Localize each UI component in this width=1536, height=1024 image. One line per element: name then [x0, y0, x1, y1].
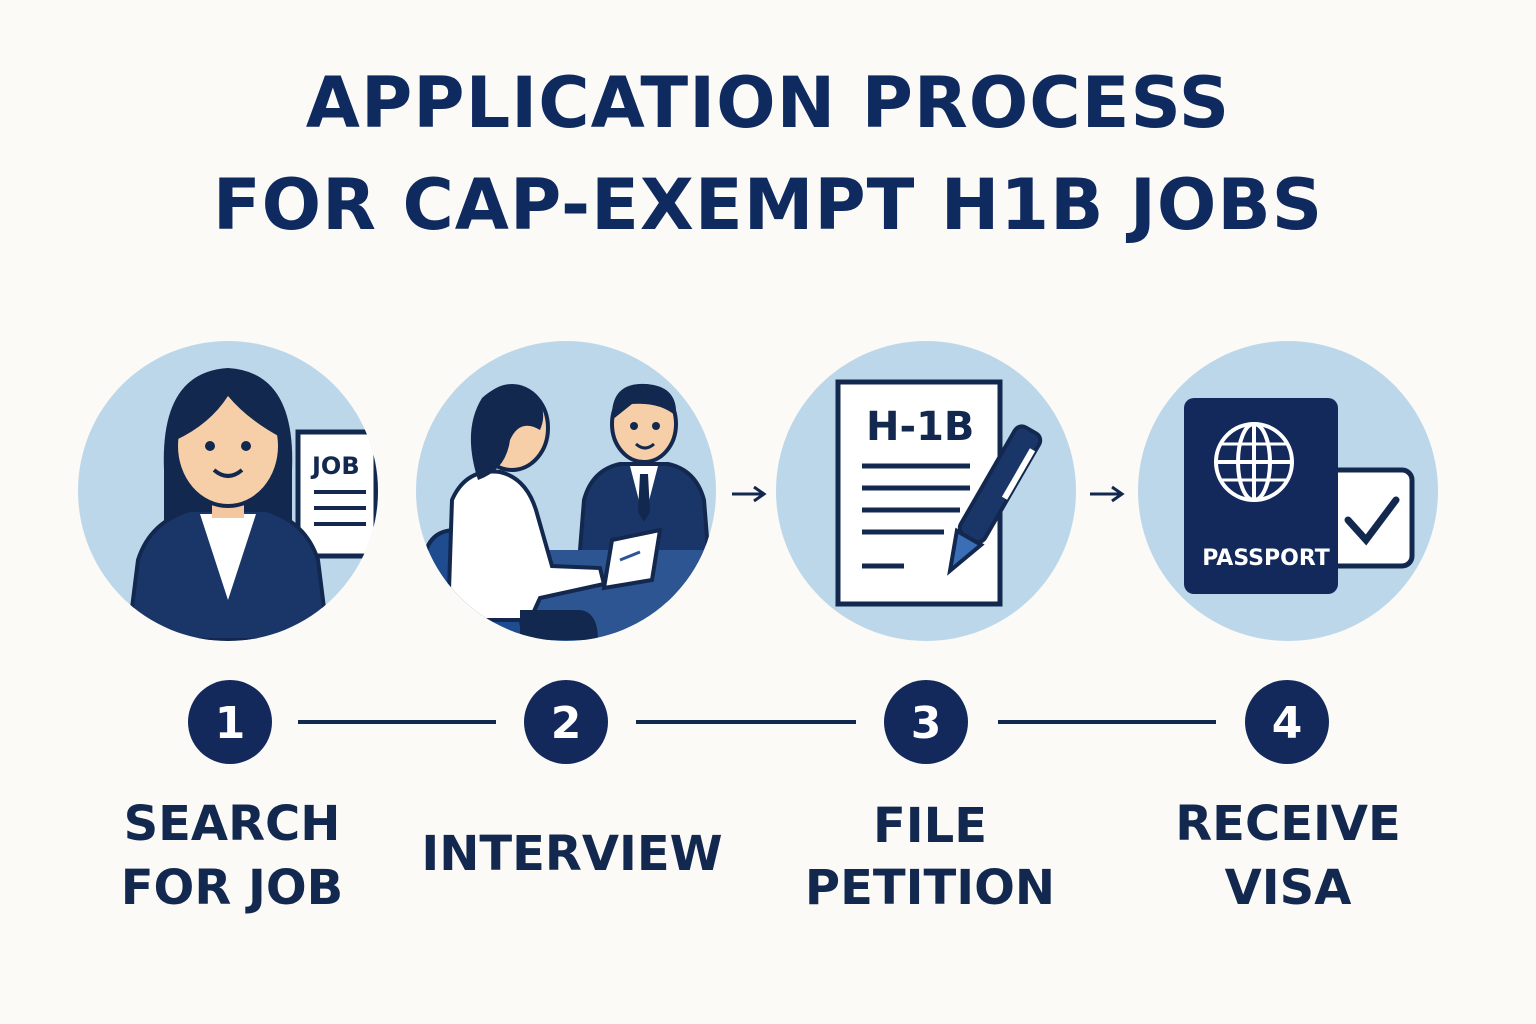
- passport-text: PASSPORT: [1202, 546, 1330, 571]
- h1b-form-text: H-1B: [866, 404, 974, 450]
- step-3-label-line-2: PETITION: [805, 860, 1055, 916]
- arrow-icon-3-4: [1090, 485, 1125, 503]
- step-4-number: 4: [1272, 698, 1303, 749]
- step-3-number: 3: [911, 698, 942, 749]
- step-4-label-line-2: VISA: [1225, 860, 1352, 916]
- passport-icon: PASSPORT: [1138, 341, 1438, 641]
- step-4-label-line-1: RECEIVE: [1175, 796, 1401, 852]
- petition-document-icon: H-1B: [776, 341, 1076, 641]
- step-1-badge: 1: [188, 680, 272, 764]
- step-2-number: 2: [551, 698, 582, 749]
- arrow-icon-2-3: [732, 485, 767, 503]
- step-1-number: 1: [215, 698, 246, 749]
- globe-icon: [1214, 422, 1294, 502]
- job-sign-text: JOB: [310, 452, 360, 480]
- pen-icon: [947, 424, 1043, 576]
- step-2-label: INTERVIEW: [421, 826, 722, 882]
- step-1-label-line-1: SEARCH: [124, 796, 341, 852]
- page-title-line-2: FOR CAP-EXEMPT H1B JOBS: [212, 164, 1324, 246]
- step-2-badge: 2: [524, 680, 608, 764]
- step-4-badge: 4: [1245, 680, 1329, 764]
- step-1-label-line-2: FOR JOB: [121, 860, 344, 916]
- interview-icon: [416, 341, 716, 641]
- checkmark-icon: [1344, 496, 1400, 546]
- step-3-label-line-1: FILE: [873, 798, 987, 854]
- page-title-line-1: APPLICATION PROCESS: [305, 62, 1231, 144]
- step-3-badge: 3: [884, 680, 968, 764]
- job-seeker-icon: JOB: [78, 341, 378, 641]
